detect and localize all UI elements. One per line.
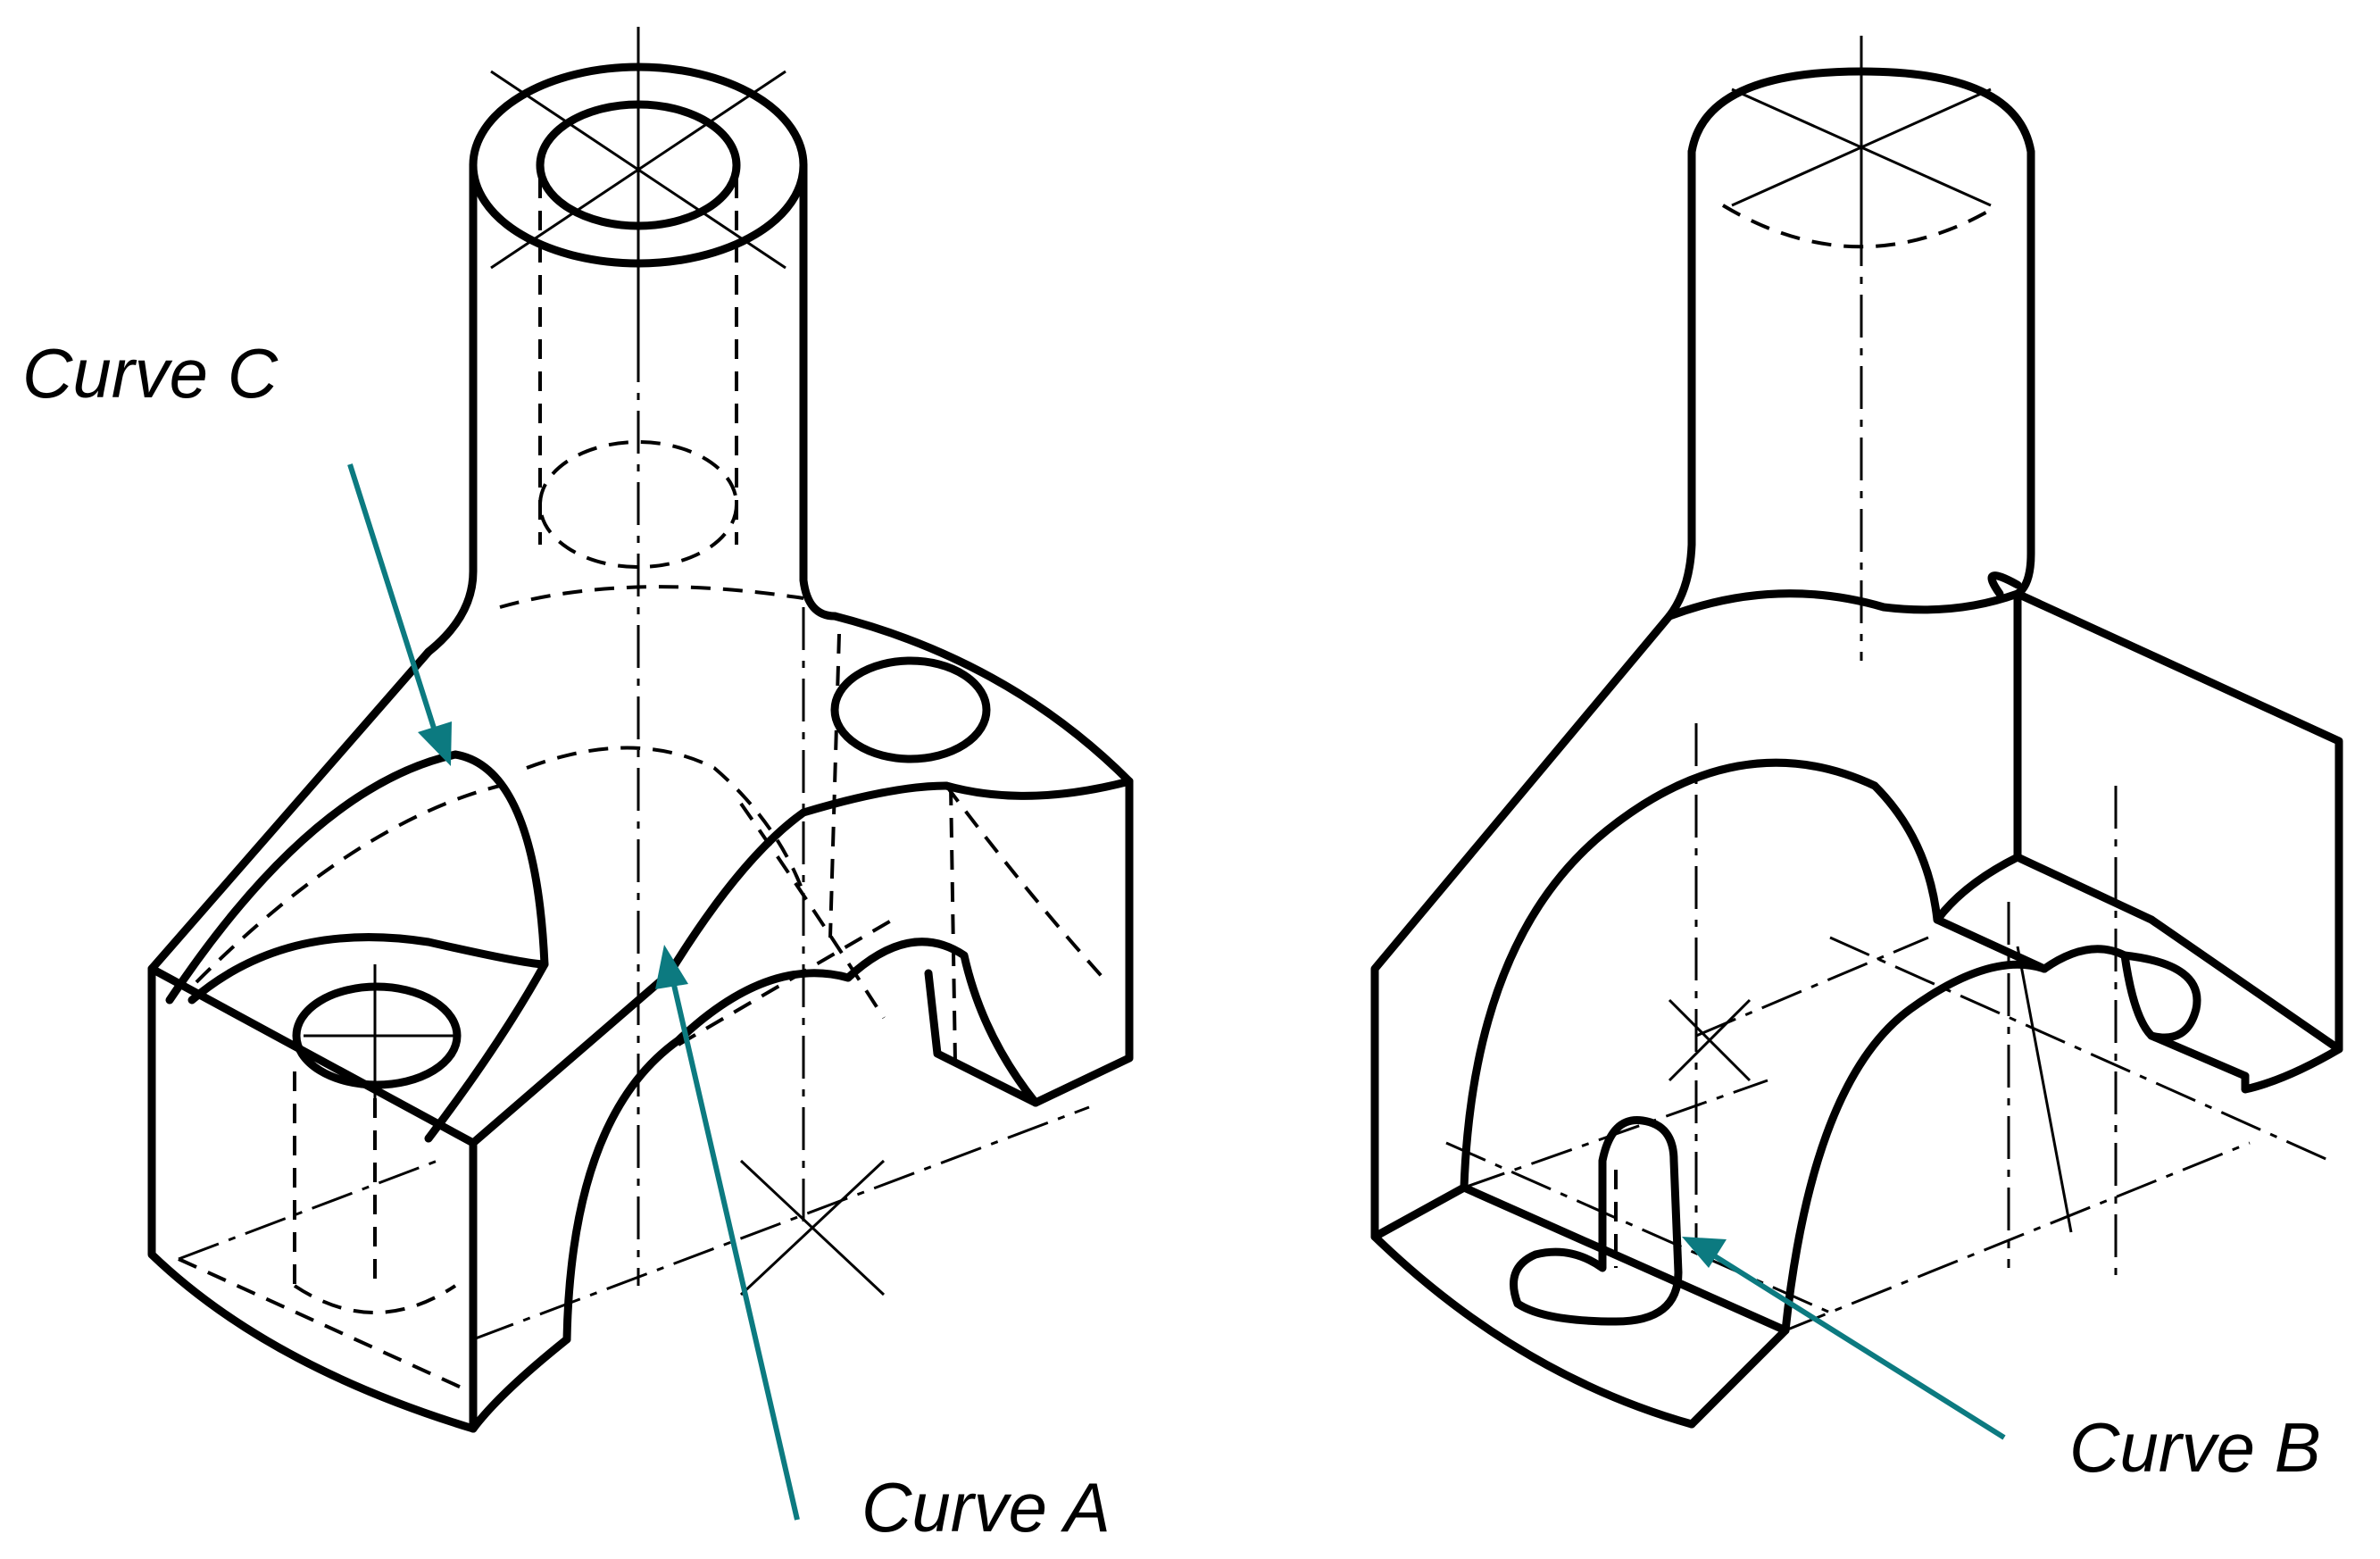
left-body	[147, 607, 1134, 1433]
left-tube	[424, 27, 839, 1286]
label-curve-c: Curve C	[22, 334, 279, 413]
label-curve-b: Curve B	[2069, 1408, 2321, 1487]
leader-curve-c	[347, 463, 452, 766]
right-tube	[1665, 36, 2035, 661]
leader-curve-a	[655, 945, 800, 1521]
label-curve-a: Curve A	[861, 1468, 1111, 1546]
right-body	[1370, 571, 2343, 1429]
left-part	[147, 27, 1134, 1433]
leaders	[347, 463, 2006, 1521]
right-part	[1370, 36, 2343, 1429]
leader-curve-b	[1682, 1237, 2006, 1440]
